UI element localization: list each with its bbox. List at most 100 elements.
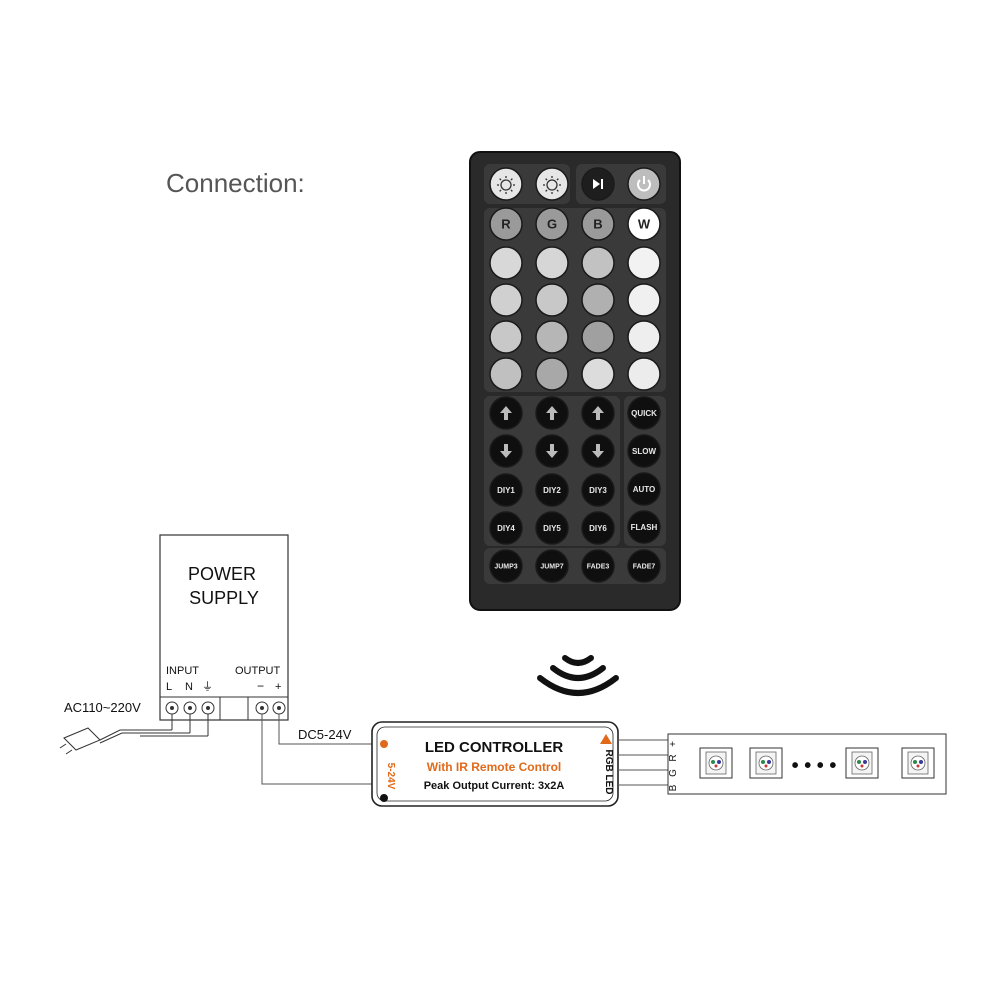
remote-diy5-button-label: DIY5 — [543, 524, 561, 533]
pin-plus-label: + — [668, 741, 679, 747]
ac-plug — [59, 714, 209, 755]
terminal-minus-label: − — [257, 679, 264, 693]
arrow-down-icon — [500, 444, 512, 458]
pin-r-label: R — [668, 754, 679, 761]
remote-color-swatch-button[interactable] — [489, 283, 523, 317]
remote-slow-button[interactable]: SLOW — [627, 434, 661, 468]
remote-color-swatch-button[interactable] — [627, 246, 661, 280]
remote-color-swatch-button[interactable] — [581, 357, 615, 391]
arrow-down-icon — [546, 444, 558, 458]
remote-diy5-button[interactable]: DIY5 — [535, 511, 569, 545]
remote-color-b-button-label: B — [593, 217, 602, 232]
remote-up-button-1[interactable] — [489, 396, 523, 430]
remote-top-button-1[interactable] — [489, 167, 523, 201]
output-label: OUTPUT — [235, 665, 281, 677]
input-label: INPUT — [166, 665, 199, 677]
remote-jump7-button[interactable]: JUMP7 — [535, 549, 569, 583]
remote-down-button-1[interactable] — [489, 434, 523, 468]
remote-diy1-button[interactable]: DIY1 — [489, 473, 523, 507]
remote-top-button-3[interactable] — [581, 167, 615, 201]
remote-color-w-button[interactable]: W — [627, 207, 661, 241]
pin-b-label: B — [668, 784, 679, 791]
remote-color-swatch-button[interactable] — [627, 357, 661, 391]
power-supply-label-1: POWER — [188, 564, 256, 584]
led-chip — [699, 747, 733, 779]
remote-flash-button[interactable]: FLASH — [627, 510, 661, 544]
dc-voltage-label: DC5-24V — [298, 727, 352, 742]
remote-color-swatch-button[interactable] — [535, 357, 569, 391]
ir-signal-icon — [537, 655, 619, 696]
power-supply: POWER SUPPLY INPUT OUTPUT L N ⏚ − + — [159, 534, 289, 721]
remote-diy1-button-label: DIY1 — [497, 486, 515, 495]
arrow-up-icon — [546, 406, 558, 420]
remote-color-swatch-button[interactable] — [535, 246, 569, 280]
remote-color-b-button[interactable]: B — [581, 207, 615, 241]
remote-diy6-button[interactable]: DIY6 — [581, 511, 615, 545]
remote-color-r-button[interactable]: R — [489, 207, 523, 241]
remote-color-swatch-button[interactable] — [489, 246, 523, 280]
remote-color-g-button-label: G — [547, 217, 557, 232]
arrow-down-icon — [592, 444, 604, 458]
remote-color-swatch-button[interactable] — [581, 246, 615, 280]
remote-auto-button-label: AUTO — [633, 485, 656, 494]
remote-diy2-button-label: DIY2 — [543, 486, 561, 495]
power-supply-label-2: SUPPLY — [189, 588, 259, 608]
remote-color-swatch-button[interactable] — [535, 320, 569, 354]
remote-color-swatch-button[interactable] — [627, 320, 661, 354]
remote-jump3-button[interactable]: JUMP3 — [489, 549, 523, 583]
remote-diy4-button[interactable]: DIY4 — [489, 511, 523, 545]
remote-fade3-button[interactable]: FADE3 — [581, 549, 615, 583]
play-pause-icon — [593, 179, 603, 189]
led-chip — [749, 747, 783, 779]
remote-color-g-button[interactable]: G — [535, 207, 569, 241]
terminal-plus-label: + — [275, 681, 281, 693]
remote-diy2-button[interactable]: DIY2 — [535, 473, 569, 507]
warning-icon — [600, 734, 612, 744]
controller-title: LED CONTROLLER — [425, 739, 563, 756]
strip-continuation-dots: • • • • — [792, 755, 837, 777]
led-chip — [901, 747, 935, 779]
remote-diy3-button[interactable]: DIY3 — [581, 473, 615, 507]
remote-color-swatch-button[interactable] — [535, 283, 569, 317]
controller-side-label: RGB LED — [603, 750, 614, 795]
ac-voltage-label: AC110~220V — [64, 700, 141, 715]
remote-fade7-button-label: FADE7 — [633, 564, 656, 571]
controller-peak-current: Peak Output Current: 3x2A — [424, 780, 565, 792]
remote-up-button-3[interactable] — [581, 396, 615, 430]
led-strip: + R G B • • • • — [667, 733, 947, 795]
remote-color-swatch-button[interactable] — [581, 283, 615, 317]
led-controller: LED CONTROLLER With IR Remote Control Pe… — [371, 721, 619, 807]
remote-color-swatch-button[interactable] — [489, 320, 523, 354]
terminal-l-label: L — [166, 681, 172, 693]
minus-icon — [380, 794, 388, 802]
remote-fade7-button[interactable]: FADE7 — [627, 549, 661, 583]
remote-down-button-2[interactable] — [535, 434, 569, 468]
brightness-down-icon — [497, 176, 515, 194]
remote-color-swatch-button[interactable] — [581, 320, 615, 354]
power-icon — [637, 176, 651, 192]
arrow-up-icon — [592, 406, 604, 420]
remote-down-button-3[interactable] — [581, 434, 615, 468]
remote-auto-button[interactable]: AUTO — [627, 472, 661, 506]
led-chip — [845, 747, 879, 779]
remote-color-swatch-button[interactable] — [489, 357, 523, 391]
remote-top-button-2[interactable] — [535, 167, 569, 201]
arrow-up-icon — [500, 406, 512, 420]
remote-flash-button-label: FLASH — [631, 523, 658, 532]
remote-color-r-button-label: R — [501, 217, 511, 232]
remote-up-button-2[interactable] — [535, 396, 569, 430]
remote-quick-button-label: QUICK — [631, 409, 657, 418]
brightness-up-icon — [543, 176, 561, 194]
remote-jump3-button-label: JUMP3 — [494, 564, 517, 571]
remote-top-button-4[interactable] — [627, 167, 661, 201]
remote-color-w-button-label: W — [638, 217, 651, 232]
remote-diy6-button-label: DIY6 — [589, 524, 607, 533]
remote-diy3-button-label: DIY3 — [589, 486, 607, 495]
remote-quick-button[interactable]: QUICK — [627, 396, 661, 430]
plus-icon — [380, 740, 388, 748]
pin-g-label: G — [668, 769, 679, 777]
page-title: Connection: — [166, 168, 305, 198]
controller-subtitle: With IR Remote Control — [427, 760, 562, 774]
remote-color-swatch-button[interactable] — [627, 283, 661, 317]
